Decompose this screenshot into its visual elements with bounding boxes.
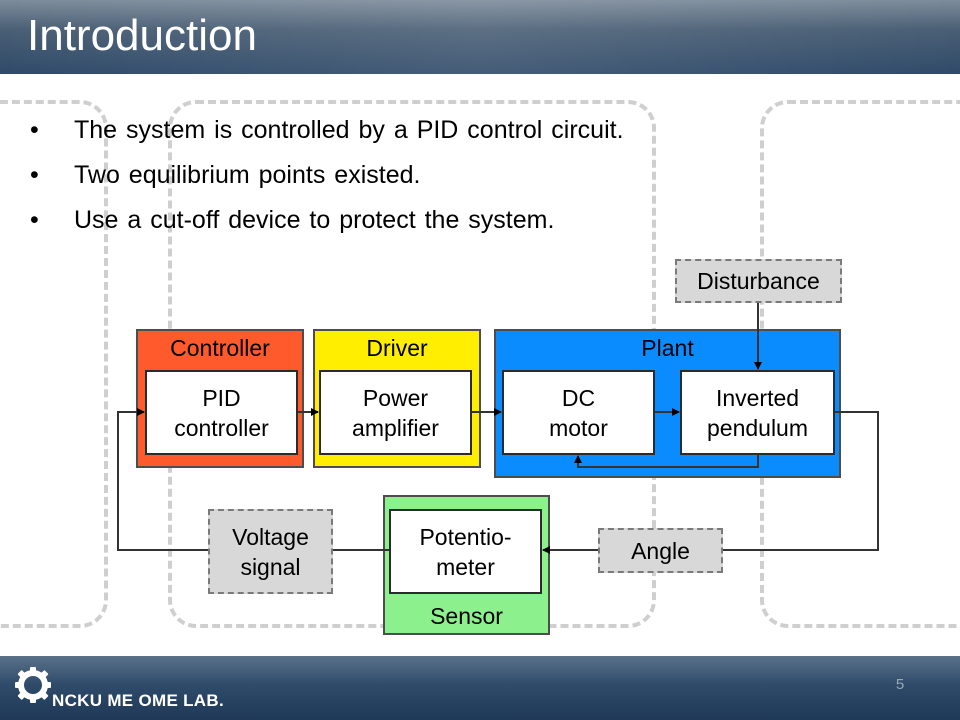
block-line: pendulum <box>706 414 809 441</box>
title-bar-shine <box>0 0 960 74</box>
controller-group-label: Controller <box>170 335 270 361</box>
dc-motor-block: DC motor <box>502 370 655 455</box>
driver-group-label: Driver <box>366 335 428 361</box>
background-dashed-frame-left <box>0 100 108 628</box>
block-line: Inverted <box>715 384 800 411</box>
arrow-voltage-to-pid <box>117 408 208 551</box>
block-line: motor <box>549 414 608 441</box>
line-pendulum-to-motor-feedback <box>574 455 759 468</box>
bullet-glyph: • <box>30 116 39 144</box>
page-number: 5 <box>895 676 905 693</box>
block-line: Potentio- <box>419 523 512 550</box>
angle-signal: Angle <box>598 528 723 573</box>
block-line: DC <box>561 384 596 411</box>
inverted-pendulum-block: Inverted pendulum <box>680 370 835 455</box>
bullet-glyph: • <box>30 161 39 189</box>
block-line: meter <box>436 553 495 580</box>
bullet-glyph: • <box>30 206 39 234</box>
block-line: Power <box>362 384 429 411</box>
bullet-text: The system is controlled by a PID contro… <box>74 116 624 144</box>
power-amplifier-block: Power amplifier <box>319 370 472 455</box>
gear-logo-icon <box>15 667 51 703</box>
signal-label: Disturbance <box>697 268 820 294</box>
title-bar <box>0 0 960 74</box>
slide-title: Introduction <box>27 11 257 60</box>
potentiometer-block: Potentio- meter <box>389 509 542 594</box>
bullet-text: Two equilibrium points existed. <box>74 161 421 189</box>
voltage-signal: Voltage signal <box>208 509 333 594</box>
block-line: PID <box>202 384 241 411</box>
signal-label: Angle <box>631 537 690 564</box>
footer-bar <box>0 656 960 720</box>
block-line: amplifier <box>352 414 439 441</box>
disturbance-signal: Disturbance <box>675 259 842 303</box>
bullet-text: Use a cut-off device to protect the syst… <box>74 206 555 234</box>
sensor-group-label: Sensor <box>430 603 503 629</box>
line-pendulum-output-loop <box>723 411 879 551</box>
plant-group-label: Plant <box>641 335 694 361</box>
block-line: controller <box>174 414 269 441</box>
pid-controller-block: PID controller <box>145 370 298 455</box>
signal-line: signal <box>240 553 301 580</box>
signal-line: Voltage <box>232 523 309 550</box>
footer-logo-text: NCKU ME OME LAB. <box>52 691 224 710</box>
